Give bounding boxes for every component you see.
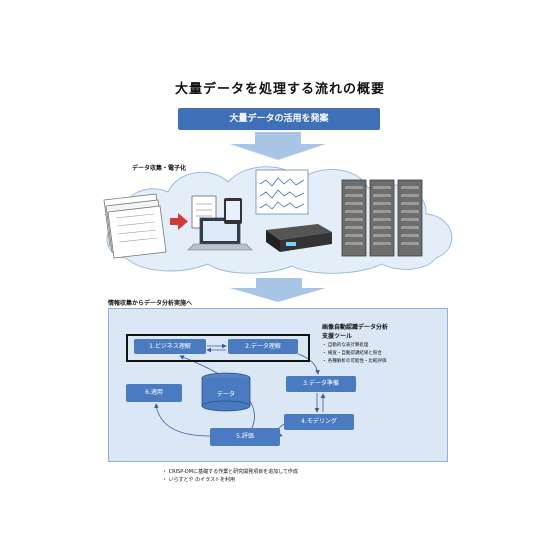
tools-item: ・ 各種解析の可能性・比較評価 <box>322 359 387 364</box>
chart-monitor-icon <box>255 169 309 215</box>
stage-evaluation: 5.評価 <box>210 428 280 446</box>
digitize-label: データ収集・電子化 <box>132 165 187 172</box>
arrow-5-to-6 <box>154 403 211 437</box>
focus-frame <box>126 334 310 362</box>
server-rack-icon <box>341 179 423 257</box>
footnote: ・ いらすとや のイラストを利用 <box>162 477 235 483</box>
data-cylinder-label: データ <box>217 390 235 398</box>
stage-data-understanding: 2.データ理解 <box>228 339 298 354</box>
proposal-banner: 大量データの活用を発案 <box>178 108 380 130</box>
down-arrow-2-head <box>230 288 326 302</box>
scan-arrow-icon <box>170 213 188 230</box>
diagram-title: 大量データを処理する流れの概要 <box>174 82 385 97</box>
down-arrow-1-stem <box>255 132 301 144</box>
stage-business-understanding: 1.ビジネス理解 <box>134 339 206 354</box>
footnotes: ・ CRISP-DMに基礎する作業と研究開発項目を追加して作成 ・ いらすとや … <box>162 468 298 484</box>
tools-item: ・ 検査・自動認識結果と照合 <box>322 351 382 356</box>
stage-modeling: 4.モデリング <box>284 414 354 430</box>
arrow-2-to-3 <box>297 353 320 375</box>
stage-deployment: 6.適用 <box>126 384 182 402</box>
down-arrow-2-stem <box>256 278 302 288</box>
tools-callout: 画像自動認識データ分析 支援ツール ・ 自動的な表計算処理 ・ 検査・自動認識結… <box>322 322 388 364</box>
section-label: 情報収集からデータ分析実施へ <box>108 300 193 307</box>
footnote: ・ CRISP-DMに基礎する作業と研究開発項目を追加して作成 <box>162 469 298 475</box>
tablet-icon <box>224 198 242 224</box>
paper-stack-icon <box>103 193 167 259</box>
down-arrow-1-head <box>230 144 326 160</box>
network-device-icon <box>266 224 332 252</box>
tools-heading-1: 画像自動認識データ分析 <box>322 324 389 331</box>
tools-heading-2: 支援ツール <box>322 333 353 340</box>
data-cloud <box>103 166 453 274</box>
data-cylinder-bottom <box>201 400 251 412</box>
stage-data-preparation: 3.データ準備 <box>286 376 356 392</box>
tools-item: ・ 自動的な表計算処理 <box>322 343 369 348</box>
